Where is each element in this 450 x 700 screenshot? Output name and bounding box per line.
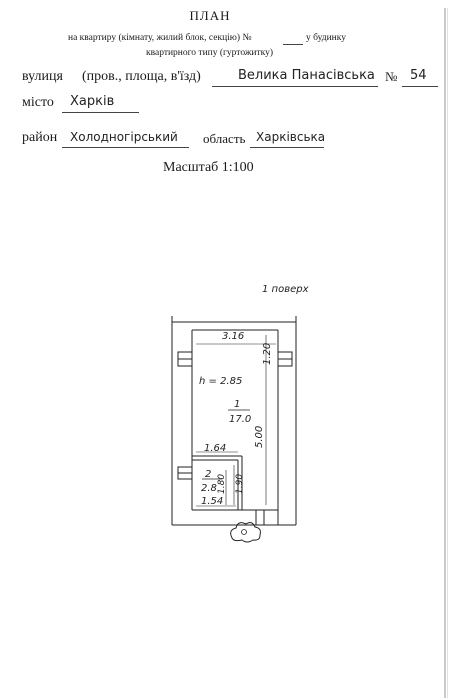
region-label: область	[203, 131, 246, 146]
page-edge-shadow-inner	[447, 8, 448, 698]
street-value: Велика Панасівська	[238, 68, 375, 83]
number-label: №	[385, 69, 398, 84]
document-title: ПЛАН	[189, 8, 231, 23]
city-label: місто	[22, 95, 54, 110]
city-underline	[62, 112, 139, 113]
header-line-2: квартирного типу (гуртожитку)	[146, 48, 274, 58]
district-value: Холодногірський	[70, 130, 178, 144]
street-type-label: (пров., площа, в'їзд)	[82, 69, 201, 84]
header-line-1-suffix: у будинку	[306, 33, 346, 43]
region-underline	[250, 147, 324, 148]
dim-bath-height-a: 1.80	[217, 474, 227, 494]
room1-area: 17.0	[229, 414, 251, 425]
city-value: Харків	[70, 94, 115, 109]
house-number-value: 54	[410, 68, 427, 83]
street-underline	[212, 86, 378, 87]
dim-bath-width: 1.54	[201, 496, 223, 507]
header-line-1: на квартиру (кімнату, жилий блок, секцію…	[68, 33, 252, 43]
dim-right-length: 5.00	[254, 426, 265, 448]
house-number-underline	[402, 86, 438, 87]
entrance-marker-icon	[230, 522, 261, 543]
header-line-1-prefix: на квартиру (кімнату, жилий блок, секцію…	[68, 33, 252, 43]
entrance-marker-dot	[241, 529, 247, 535]
page-edge-shadow	[444, 8, 446, 698]
district-underline	[62, 147, 189, 148]
district-label: район	[22, 130, 58, 145]
height-label: h = 2.85	[199, 376, 242, 387]
dim-top-width: 3.16	[222, 331, 244, 342]
street-label: вулиця	[22, 69, 63, 84]
entrance-block	[255, 509, 279, 526]
dim-mid-width: 1.64	[204, 443, 226, 454]
region-value: Харківська	[256, 130, 326, 144]
room2-number: 2	[205, 469, 211, 480]
apartment-number-blank	[283, 44, 303, 45]
dim-bath-height-b: 1.90	[235, 474, 245, 494]
room2-area: 2.8	[201, 483, 217, 494]
floor-label: 1 поверх	[262, 284, 309, 295]
dim-top-depth: 1.20	[262, 343, 273, 365]
room1-number: 1	[234, 399, 240, 410]
scale-label: Масштаб 1:100	[163, 160, 254, 175]
